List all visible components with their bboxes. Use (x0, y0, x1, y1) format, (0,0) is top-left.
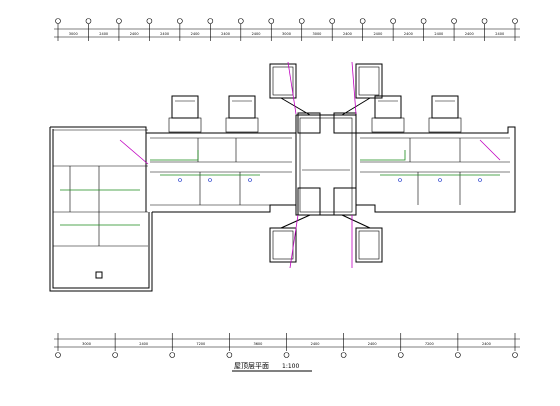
dimension-label: 2400 (368, 342, 377, 346)
stair-wing-bottom-left (269, 214, 311, 263)
rooftop-unit-4 (428, 95, 462, 133)
circle-axis-marker-icon (455, 352, 461, 358)
dimension-label: 7200 (425, 342, 434, 346)
circle-axis-marker-icon (481, 18, 488, 24)
dimension-label: 2400 (434, 32, 443, 36)
circle-axis-marker-icon (177, 18, 183, 24)
dimension-label: 2400 (160, 32, 169, 36)
annotation-leaders (119, 61, 501, 269)
top-dimension-chain: 3000 2400 2400 2400 2400 2400 2400 3000 3000 2400… (54, 18, 520, 41)
drawing-title-block: 屋顶层平面 1:100 (232, 362, 312, 372)
rooftop-unit-2 (225, 95, 259, 133)
circle-axis-marker-icon (283, 352, 290, 358)
dimension-label: 2400 (139, 342, 148, 346)
circle-axis-marker-icon (238, 18, 244, 24)
left-wing-outline (49, 127, 153, 292)
rooftop-unit-1 (168, 95, 202, 133)
circle-axis-marker-icon (359, 18, 366, 24)
circle-axis-marker-icon (207, 18, 214, 24)
drawing-scale: 1:100 (282, 363, 299, 370)
dimension-label: 2400 (495, 32, 504, 36)
circle-axis-marker-icon (390, 18, 396, 24)
dimension-label: 2400 (373, 32, 382, 36)
circle-axis-marker-icon (298, 18, 305, 24)
dimension-label: 2400 (221, 32, 230, 36)
dimension-label: 2400 (343, 32, 352, 36)
dimension-label: 2400 (99, 32, 108, 36)
stair-wing-top-left (269, 63, 311, 116)
central-core (295, 112, 357, 216)
circle-axis-marker-icon (55, 18, 61, 24)
circle-axis-marker-icon (226, 352, 233, 358)
dimension-label: 3000 (69, 32, 78, 36)
dimension-label: 2400 (191, 32, 200, 36)
circle-axis-marker-icon (397, 352, 404, 358)
main-left-block (50, 126, 296, 213)
dimension-label: 2400 (311, 342, 320, 346)
circle-axis-marker-icon (268, 18, 275, 24)
circle-axis-marker-icon (116, 18, 122, 24)
dimension-label: 3600 (253, 342, 262, 346)
circle-axis-marker-icon (169, 352, 176, 358)
dimension-label: 3000 (282, 32, 291, 36)
rooftop-unit-3 (371, 95, 405, 133)
dimension-label: 7200 (196, 342, 205, 346)
circle-axis-marker-icon (85, 18, 92, 24)
bottom-dimension-chain: 3000 2400 7200 3600 2400 2400 7200 2400 (54, 333, 520, 358)
stair-wing-top-right (341, 63, 383, 116)
dimension-label: 2400 (130, 32, 139, 36)
dimension-label: 3000 (82, 342, 91, 346)
circle-axis-marker-icon (512, 352, 518, 358)
circle-axis-marker-icon (512, 18, 518, 24)
downpipe-marker-icon (95, 178, 482, 279)
circle-axis-marker-icon (146, 18, 153, 24)
circle-axis-marker-icon (451, 18, 457, 24)
main-right-block (356, 126, 516, 213)
circle-axis-marker-icon (420, 18, 427, 24)
dimension-label: 3000 (313, 32, 322, 36)
circle-axis-marker-icon (340, 352, 347, 358)
circle-axis-marker-icon (55, 352, 61, 358)
drawing-title: 屋顶层平面 (234, 362, 269, 370)
circle-axis-marker-icon (329, 18, 336, 24)
drain-pipe-runs (60, 150, 500, 226)
dimension-label: 2400 (465, 32, 474, 36)
stair-wing-bottom-right (341, 214, 383, 263)
circle-axis-marker-icon (112, 352, 118, 358)
dimension-label: 2400 (252, 32, 261, 36)
dimension-label: 2400 (482, 342, 491, 346)
dimension-label: 2400 (404, 32, 413, 36)
